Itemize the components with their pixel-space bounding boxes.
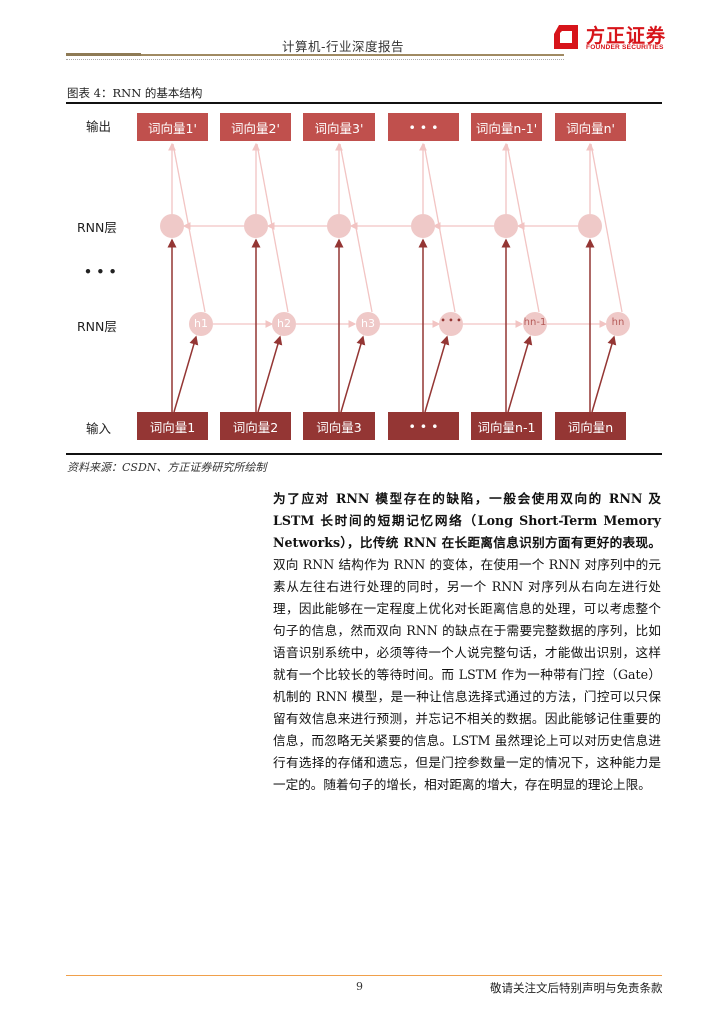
input-box: 词向量3 <box>303 412 375 440</box>
row-label-ellipsis: • • • <box>84 264 117 279</box>
header-dotted-rule <box>66 59 564 60</box>
footer-disclaimer: 敬请关注文后特别声明与免责条款 <box>490 981 663 995</box>
input-box: 词向量n-1 <box>471 412 542 440</box>
header-rule-accent <box>66 53 141 56</box>
row-label-input: 输入 <box>86 421 112 436</box>
rnn-diagram: 输出 RNN层 • • • RNN层 输入 词向量1' 词向量2' 词向量3' … <box>66 104 662 453</box>
figure-bottom-rule <box>66 453 662 455</box>
figure-title: 图表 4：RNN 的基本结构 <box>67 86 203 100</box>
hidden-node-label: • • • <box>440 316 462 325</box>
figure-source: 资料来源：CSDN、方正证券研究所绘制 <box>67 461 267 474</box>
row-label-rnn-top: RNN层 <box>77 220 117 235</box>
hidden-node-label: h3 <box>361 317 375 330</box>
row-label-rnn-bottom: RNN层 <box>77 319 117 334</box>
footer-rule <box>66 975 662 976</box>
hidden-node-label: h1 <box>194 317 208 330</box>
output-box: 词向量2' <box>220 113 291 141</box>
founder-logo-icon <box>551 22 581 52</box>
output-box: 词向量n-1' <box>471 113 542 141</box>
input-box: 词向量2 <box>220 412 291 440</box>
hidden-node-label: h2 <box>277 317 291 330</box>
input-box: • • • <box>388 412 459 440</box>
paragraph-bold-lead: 为了应对 RNN 模型存在的缺陷，一般会使用双向的 RNN 及 LSTM 长时间… <box>273 491 661 550</box>
input-box: 词向量n <box>555 412 626 440</box>
logo-name-en: FOUNDER SECURITIES <box>586 44 664 51</box>
page-number: 9 <box>356 980 363 993</box>
paragraph-text: 双向 RNN 结构作为 RNN 的变体，在使用一个 RNN 对序列中的元素从左往… <box>273 557 661 792</box>
output-box: 词向量1' <box>137 113 208 141</box>
output-box: 词向量3' <box>303 113 375 141</box>
row-label-output: 输出 <box>86 119 112 134</box>
hidden-node-label: hn-1 <box>523 317 547 328</box>
report-title: 计算机-行业深度报告 <box>282 39 405 54</box>
hidden-node-label: hn <box>611 317 625 328</box>
rnn-connections <box>160 142 630 413</box>
logo-name-cn: 方正证券 <box>586 25 667 47</box>
output-box: 词向量n' <box>555 113 626 141</box>
input-box: 词向量1 <box>137 412 208 440</box>
header-rule <box>66 54 564 56</box>
figure-top-rule <box>66 102 662 104</box>
output-box: • • • <box>388 113 459 141</box>
body-paragraph: 为了应对 RNN 模型存在的缺陷，一般会使用双向的 RNN 及 LSTM 长时间… <box>273 488 661 796</box>
